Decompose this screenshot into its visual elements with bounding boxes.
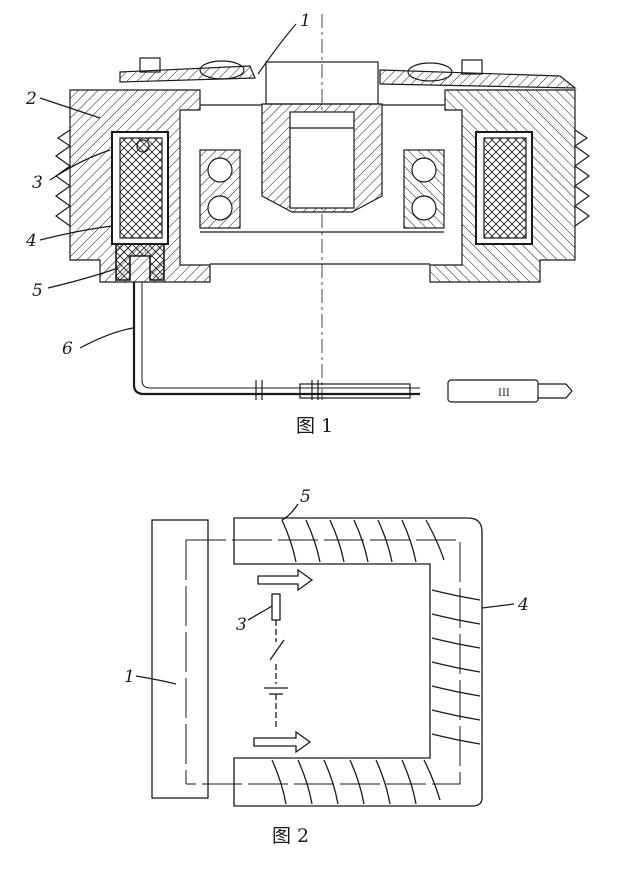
cable-sleeve [299,383,411,399]
fig1-label-3: 3 [32,173,43,193]
sensor-cable [132,282,420,396]
switch-blade [269,639,285,661]
coil-winding-bottom [271,759,441,805]
flux-path [186,539,461,785]
bolt-head-left [139,57,161,73]
figure2-caption: 图 2 [272,825,309,847]
reed-sensor [271,593,281,621]
fig1-label-1: 1 [300,11,311,31]
flux-arrow-top [257,568,314,592]
fig2-label-3: 3 [236,615,247,635]
bearing-ball-left-1 [207,157,233,183]
c-core [233,517,483,807]
connector-tip [538,383,573,399]
bolt-head-right [461,59,483,75]
figure1-caption: 图 1 [296,415,333,437]
iron-plate [151,519,209,799]
bearing-ball-right-1 [411,157,437,183]
leader-5 [47,267,119,289]
coil-winding-top [281,519,445,563]
pulley-grooves-right [573,129,591,227]
fig2-leader-1 [135,675,177,685]
bearing-ball-left-2 [207,195,233,221]
connector-body [447,379,539,403]
fig2-leader-4 [481,603,515,609]
top-plate-right [379,69,577,89]
fastener-left [199,60,245,80]
figure2-magnetic-circuit [135,503,515,807]
top-plate-left [119,65,256,83]
sensor-cable-inner [141,282,420,389]
fig2-leader-3 [247,605,273,621]
leader-4 [39,225,113,241]
leader-1 [257,23,297,75]
pulley-grooves-left [54,129,72,227]
fig1-label-4: 4 [25,231,37,251]
sensor-element [136,139,150,153]
connector-mark: III [498,388,510,399]
coil-winding-left [119,137,163,239]
leader-6 [79,327,134,349]
coil-winding-right [483,137,527,239]
bearing-ball-right-2 [411,195,437,221]
fig1-label-5: 5 [32,281,43,301]
fig2-leader-5 [281,503,299,521]
potting-seal [115,243,165,281]
fig1-label-6: 6 [62,339,73,359]
fig2-label-4: 4 [517,595,529,615]
figure1-cross-section [39,14,591,403]
fig2-label-1: 1 [124,667,135,687]
leader-2 [39,97,101,119]
fastener-right [407,62,453,82]
flux-arrow-bottom [253,730,312,754]
cable-break-marks [255,380,319,400]
fig2-label-5: 5 [300,487,311,507]
hub-bore [289,111,355,209]
coil-winding-right [431,589,481,745]
leader-3 [49,149,111,181]
fig1-label-2: 2 [25,89,37,109]
